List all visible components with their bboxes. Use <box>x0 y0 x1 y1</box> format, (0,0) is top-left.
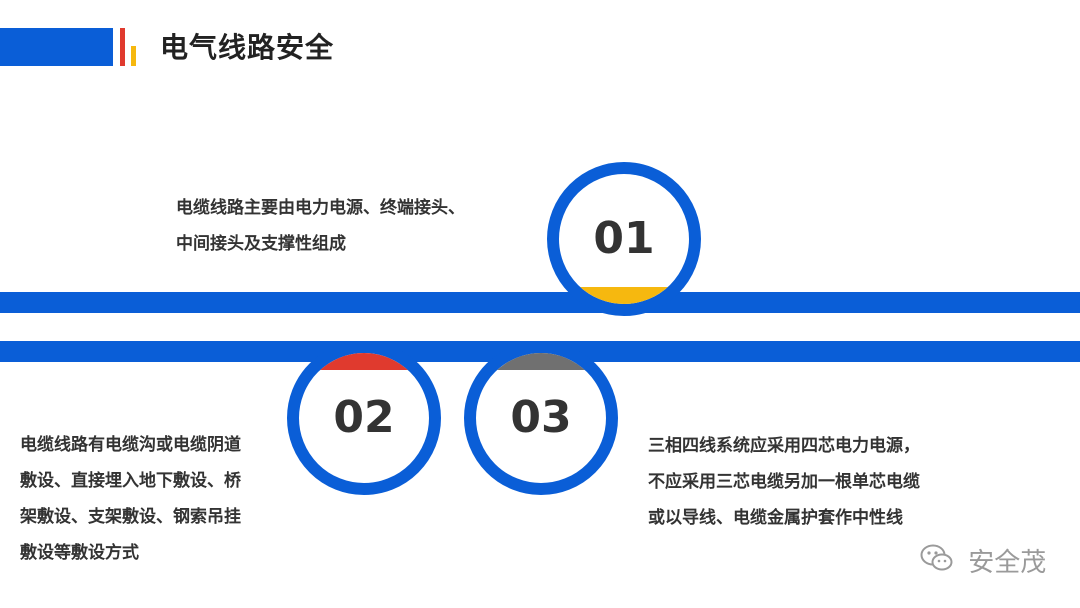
item-02-line: 敷设、直接埋入地下敷设、桥 <box>20 471 241 491</box>
blue-band-upper <box>0 292 1080 313</box>
ring-03-number: 03 <box>510 392 572 443</box>
ring-01-number: 01 <box>593 213 655 264</box>
item-02-line: 架敷设、支架敷设、钢索吊挂 <box>20 507 241 527</box>
ring-03: 03 <box>464 341 618 495</box>
item-01-line: 中间接头及支撑性组成 <box>176 234 346 254</box>
ring-01: 01 <box>547 162 701 316</box>
item-02-line: 电缆线路有电缆沟或电缆阴道 <box>20 435 241 455</box>
ring-03-accent-arc <box>476 353 606 370</box>
header-yellow-stripe <box>131 46 136 66</box>
item-02-line: 敷设等敷设方式 <box>20 543 139 563</box>
item-03-text: 三相四线系统应采用四芯电力电源， 不应采用三芯电缆另加一根单芯电缆 或以导线、电… <box>648 428 920 536</box>
ring-02-accent-arc <box>299 353 429 370</box>
header-red-stripe <box>120 28 125 66</box>
ring-02: 02 <box>287 341 441 495</box>
item-03-line: 三相四线系统应采用四芯电力电源， <box>648 436 920 456</box>
item-03-line: 或以导线、电缆金属护套作中性线 <box>648 508 903 528</box>
item-01-line: 电缆线路主要由电力电源、终端接头、 <box>176 198 465 218</box>
watermark: 安全茂 <box>920 543 1046 579</box>
ring-02-number: 02 <box>333 392 395 443</box>
page-title: 电气线路安全 <box>160 31 335 64</box>
item-02-text: 电缆线路有电缆沟或电缆阴道 敷设、直接埋入地下敷设、桥 架敷设、支架敷设、钢索吊… <box>20 427 241 571</box>
watermark-label: 安全茂 <box>968 548 1047 578</box>
wechat-icon <box>920 543 954 583</box>
header-accent-bar <box>0 28 113 66</box>
item-03-line: 不应采用三芯电缆另加一根单芯电缆 <box>648 472 920 492</box>
item-01-text: 电缆线路主要由电力电源、终端接头、 中间接头及支撑性组成 <box>176 190 465 262</box>
ring-01-accent-arc <box>559 287 689 304</box>
